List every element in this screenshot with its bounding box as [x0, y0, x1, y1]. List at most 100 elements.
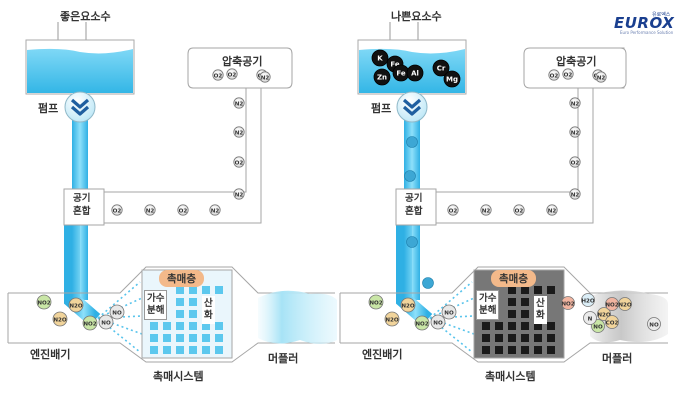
catalyst-cell — [189, 310, 197, 318]
catalyst-cell — [521, 346, 529, 354]
svg-text:Cr: Cr — [437, 64, 446, 72]
right-oxidation-label: 산 화 — [534, 296, 547, 324]
catalyst-cell — [215, 334, 223, 342]
air-molecule-icon: O2 — [562, 68, 574, 80]
catalyst-cell — [150, 322, 158, 330]
catalyst-cell — [215, 286, 223, 294]
impurity-icon: Zn — [373, 68, 391, 86]
catalyst-cell — [547, 334, 555, 342]
svg-text:K: K — [377, 54, 383, 62]
eurox-tagline: Euro Performance Solution — [620, 30, 674, 35]
svg-text:N2: N2 — [235, 130, 244, 136]
catalyst-cell — [508, 298, 516, 306]
emission-molecule-icon: H2O — [581, 293, 595, 307]
catalyst-cell — [189, 298, 197, 306]
eurox-logo-sub: 유로엑스 — [652, 12, 671, 18]
air-molecule-icon: O2 — [233, 156, 245, 168]
exhaust-molecule-icon: N2O — [400, 297, 416, 313]
emission-molecule-icon: N2O — [618, 297, 632, 311]
left-tank-fluid — [27, 48, 133, 93]
air-molecule-icon: N2 — [233, 188, 245, 200]
svg-text:O2: O2 — [449, 208, 458, 214]
left-mixing-label: 공기 혼합 — [73, 193, 91, 217]
right-spray — [429, 281, 475, 353]
svg-text:NO2: NO2 — [369, 300, 382, 306]
air-molecule-icon: N2 — [233, 126, 245, 138]
catalyst-cell — [150, 346, 158, 354]
exhaust-molecule-icon: NO2 — [414, 315, 430, 331]
right-catalyst-system-label: 촉매시스템 — [485, 370, 536, 383]
catalyst-cell — [189, 334, 197, 342]
svg-text:N2: N2 — [597, 75, 606, 81]
catalyst-cell — [547, 346, 555, 354]
exhaust-molecule-icon: NO2 — [82, 315, 98, 331]
right-mixing-label: 공기 혼합 — [405, 193, 423, 217]
left-catalyst-system-label: 촉매시스템 — [153, 370, 204, 383]
catalyst-cell — [521, 310, 529, 318]
impurity-icon: Cr — [432, 59, 450, 77]
right-mix-box — [395, 188, 437, 226]
svg-text:Fe: Fe — [390, 60, 399, 68]
air-molecule-icon: N2 — [480, 204, 492, 216]
svg-text:O2: O2 — [113, 208, 122, 214]
catalyst-cell — [482, 346, 490, 354]
right-exhaust-bottom — [340, 342, 668, 363]
left-oxidation-label: 산 화 — [202, 296, 215, 324]
exhaust-molecule-icon: NO — [430, 314, 446, 330]
svg-text:N2O: N2O — [69, 303, 83, 309]
svg-text:NO2: NO2 — [83, 321, 96, 327]
svg-text:N2: N2 — [571, 101, 580, 107]
catalyst-cell — [508, 286, 516, 294]
catalyst-cell — [547, 322, 555, 330]
air-molecule-icon: O2 — [569, 156, 581, 168]
svg-text:O2: O2 — [235, 160, 244, 166]
air-molecule-icon: N2 — [569, 126, 581, 138]
svg-text:O2: O2 — [228, 72, 237, 78]
catalyst-cell — [547, 286, 555, 294]
catalyst-cell — [495, 322, 503, 330]
catalyst-cell — [521, 286, 529, 294]
exhaust-molecule-icon: NO — [109, 304, 125, 320]
svg-text:O2: O2 — [571, 160, 580, 166]
impurity-icon: Al — [406, 64, 424, 82]
emission-molecule-icon: NO2 — [605, 297, 619, 311]
catalyst-cell — [215, 322, 223, 330]
catalyst-cell — [202, 334, 210, 342]
stream-impurity-icon — [406, 136, 418, 148]
catalyst-cell — [163, 322, 171, 330]
svg-text:Mg: Mg — [446, 75, 458, 83]
catalyst-cell — [189, 286, 197, 294]
air-molecule-icon: N2 — [259, 71, 271, 83]
svg-text:N2: N2 — [571, 130, 580, 136]
air-molecule-icon: N2 — [569, 188, 581, 200]
left-tank-neck — [57, 22, 87, 40]
impurity-icon: K — [371, 49, 389, 67]
air-molecule-icon: N2 — [144, 204, 156, 216]
air-molecule-icon: N2 — [546, 204, 558, 216]
emission-molecule-icon: CO2 — [605, 315, 619, 329]
catalyst-cell — [163, 346, 171, 354]
left-mix-box — [63, 188, 105, 226]
catalyst-cell — [202, 346, 210, 354]
catalyst-cell — [215, 346, 223, 354]
emission-molecule-icon: N — [583, 311, 597, 325]
stream-impurity-icon — [404, 170, 416, 182]
catalyst-cell — [176, 310, 184, 318]
svg-text:Fe: Fe — [396, 69, 405, 77]
catalyst-cell — [534, 286, 542, 294]
catalyst-cell — [482, 334, 490, 342]
catalyst-cell — [508, 334, 516, 342]
air-molecule-icon: O2 — [226, 68, 238, 80]
svg-text:O2: O2 — [515, 208, 524, 214]
left-spray — [97, 281, 143, 353]
svg-text:Zn: Zn — [377, 73, 387, 81]
exhaust-molecule-icon: NO — [441, 304, 457, 320]
exhaust-molecule-icon: N2O — [384, 311, 400, 327]
svg-text:O2: O2 — [179, 208, 188, 214]
exhaust-molecule-icon: NO — [98, 314, 114, 330]
svg-text:NO: NO — [593, 324, 603, 330]
catalyst-cell — [495, 334, 503, 342]
left-muffler-label: 머플러 — [268, 352, 299, 365]
catalyst-cell — [534, 346, 542, 354]
catalyst-cell — [534, 334, 542, 342]
